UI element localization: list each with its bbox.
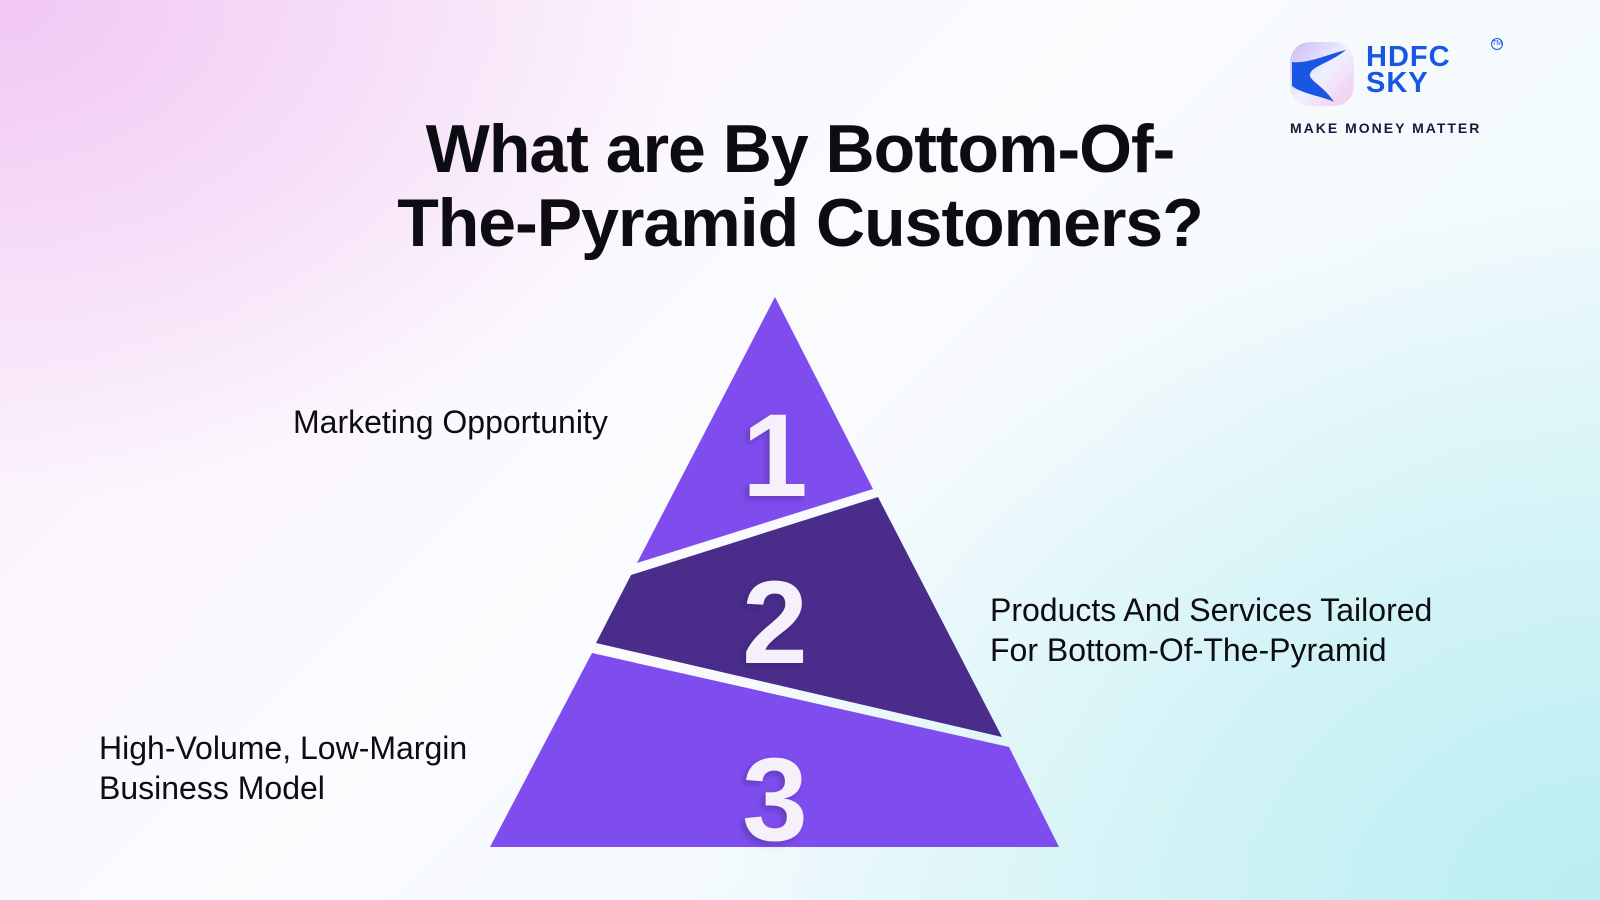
hdfc-sky-logo: HDFC SKY TM <box>1288 38 1508 140</box>
logo-tagline: MAKE MONEY MATTER <box>1290 120 1482 136</box>
tier-2-label-line-1: Products And Services Tailored <box>990 592 1433 628</box>
trademark-mark: TM <box>1491 38 1503 50</box>
tier-2-label-line-2: For Bottom-Of-The-Pyramid <box>990 632 1387 668</box>
tier-2-label: Products And Services Tailored For Botto… <box>990 590 1432 670</box>
pyramid-tier-2 <box>596 497 1002 737</box>
logo-wordmark: HDFC SKY <box>1366 41 1451 99</box>
logo-sky: SKY <box>1366 67 1429 99</box>
tier-3-label-line-1: High-Volume, Low-Margin <box>99 730 468 766</box>
title-line-2: The-Pyramid Customers? <box>397 185 1204 261</box>
tier-3-number: 3 <box>742 734 808 866</box>
logo-hdfc: HDFC <box>1366 41 1451 73</box>
pyramid-tier-1 <box>637 297 873 563</box>
pyramid-tier-3 <box>490 653 1059 847</box>
title-line-1: What are By Bottom-Of- <box>425 111 1176 187</box>
tier-3-label-line-2: Business Model <box>99 770 325 806</box>
tier-1-number: 1 <box>742 390 808 522</box>
page-title: What are By Bottom-Of- The-Pyramid Custo… <box>0 112 1600 260</box>
tier-2-number: 2 <box>742 557 808 689</box>
tier-3-label: High-Volume, Low-Margin Business Model <box>99 728 467 808</box>
sky-logo-icon <box>1290 42 1354 106</box>
tier-1-label: Marketing Opportunity <box>293 404 608 440</box>
